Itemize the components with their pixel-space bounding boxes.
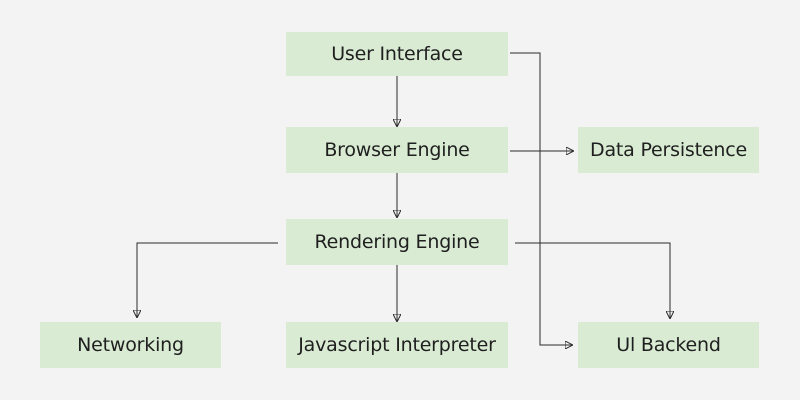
- networking-node: Networking: [40, 322, 221, 368]
- data-persistence-node: Data Persistence: [578, 127, 759, 173]
- rendering-engine-node: Rendering Engine: [286, 219, 508, 265]
- javascript-interpreter-node: Javascript Interpreter: [286, 322, 508, 368]
- ui-backend-label: Ul Backend: [616, 334, 721, 356]
- networking-label: Networking: [77, 334, 184, 356]
- ui-backend-node: Ul Backend: [578, 322, 759, 368]
- browser-engine-label: Browser Engine: [324, 139, 470, 161]
- javascript-interpreter-label: Javascript Interpreter: [298, 334, 496, 356]
- edge-rendering-engine-to-ui-backend: [515, 242, 670, 318]
- user-interface-node: User Interface: [286, 32, 508, 76]
- rendering-engine-label: Rendering Engine: [314, 231, 480, 253]
- data-persistence-label: Data Persistence: [590, 139, 747, 161]
- edge-rendering-engine-to-networking: [137, 242, 278, 317]
- edge-user-interface-to-ui-backend: [510, 52, 572, 345]
- browser-engine-node: Browser Engine: [286, 127, 508, 173]
- user-interface-label: User Interface: [331, 43, 463, 65]
